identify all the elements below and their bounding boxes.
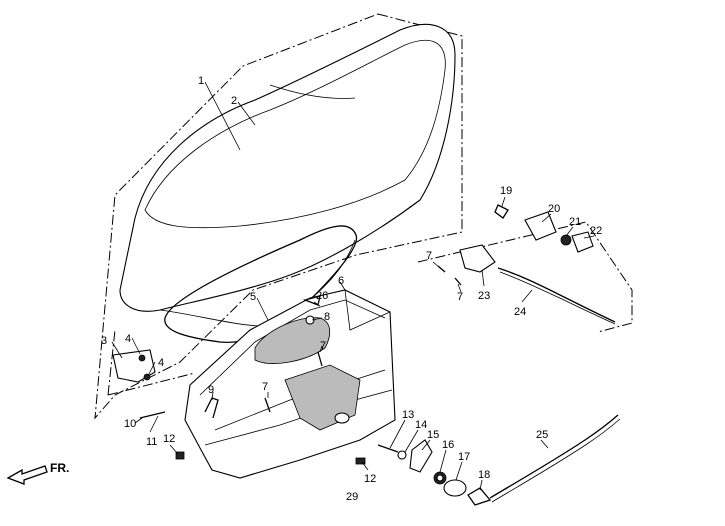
latch-lever-15	[409, 439, 433, 473]
washer-14	[397, 450, 407, 460]
screw-7-bracket-b	[454, 277, 462, 286]
callout-5: 5	[250, 291, 256, 303]
spring-16-inner	[436, 474, 444, 482]
front-arrow-icon	[6, 465, 48, 485]
callout-10: 10	[124, 418, 136, 430]
seat-lock-cable-24	[497, 267, 616, 323]
seat-cushion-top	[144, 39, 446, 229]
callout-20: 20	[548, 203, 560, 215]
callout-1: 1	[198, 75, 204, 87]
callout-4b: 4	[158, 357, 164, 369]
callout-25: 25	[536, 429, 548, 441]
pin-10	[139, 411, 166, 419]
bolt-4b	[143, 373, 151, 381]
nut-12b	[355, 457, 366, 465]
clip-19	[494, 204, 509, 219]
leader-lines	[111, 81, 595, 491]
luggage-box-side	[344, 289, 391, 331]
callout-24: 24	[514, 306, 526, 318]
seat-gasket	[164, 225, 358, 344]
callout-7b: 7	[457, 291, 463, 303]
luggage-box-rim	[199, 299, 386, 396]
latch-17	[443, 479, 467, 497]
lock-holder-20	[524, 211, 557, 241]
bolt-4a	[138, 354, 146, 362]
screw-7-box-a	[317, 351, 323, 367]
callout-8: 8	[324, 311, 330, 323]
nut-12a	[175, 451, 185, 460]
clip-26	[302, 295, 321, 306]
screw-7-box-b	[264, 397, 271, 413]
seat-group-outline	[94, 13, 463, 420]
clip-9	[204, 397, 219, 419]
luggage-box-cover	[254, 317, 331, 364]
callout-7c: 7	[320, 340, 326, 352]
front-direction-label: FR.	[50, 461, 69, 475]
right-group-outline	[417, 221, 633, 333]
seat-lock-cable-24-b	[499, 271, 616, 325]
callout-18: 18	[478, 469, 490, 481]
seat-assembly	[119, 23, 456, 344]
callout-3: 3	[101, 335, 107, 347]
seat-step-line	[269, 84, 356, 99]
callout-29: 29	[346, 491, 358, 503]
callout-26: 26	[316, 290, 328, 302]
callout-12a: 12	[163, 433, 175, 445]
callout-22: 22	[590, 225, 602, 237]
luggage-box-latch-hole	[334, 412, 350, 424]
latch-cable-25-b	[491, 418, 621, 503]
callout-4a: 4	[125, 333, 131, 345]
callout-2: 2	[231, 95, 237, 107]
ring-21	[560, 234, 572, 246]
callout-7a: 7	[426, 250, 432, 262]
bolt-13	[377, 444, 399, 453]
callout-14: 14	[415, 419, 427, 431]
callout-6: 6	[338, 275, 344, 287]
callout-21: 21	[569, 216, 581, 228]
callout-16: 16	[442, 439, 454, 451]
callout-13: 13	[402, 409, 414, 421]
latch-hook-18	[467, 487, 492, 506]
callout-17: 17	[458, 451, 470, 463]
callout-11: 11	[146, 436, 157, 448]
callout-7d: 7	[262, 381, 268, 393]
seat-cushion	[119, 23, 456, 312]
luggage-box	[184, 289, 396, 479]
callout-15: 15	[427, 429, 439, 441]
latch-cable-25	[489, 414, 619, 499]
callout-23: 23	[478, 290, 490, 302]
left-bracket-outline	[107, 329, 196, 396]
callout-9: 9	[208, 384, 214, 396]
callout-12b: 12	[364, 473, 376, 485]
lock-bracket-23	[459, 244, 496, 273]
callout-19: 19	[500, 185, 512, 197]
